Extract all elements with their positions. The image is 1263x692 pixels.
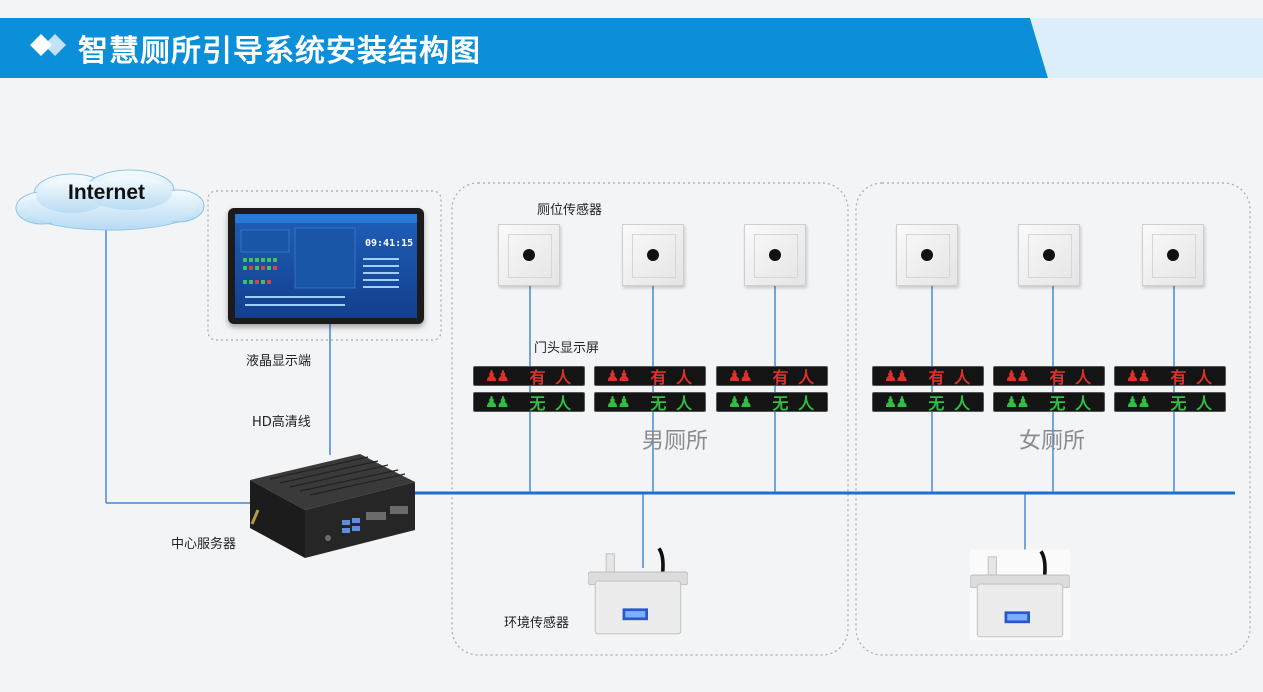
environment-sensor-icon <box>970 549 1070 641</box>
environment-sensor-icon <box>588 547 688 635</box>
people-icon: ♟♟ <box>605 393 631 411</box>
stall-sensor <box>622 224 684 286</box>
hd-cable-label: HD高清线 <box>252 415 311 430</box>
internet-label: Internet <box>68 181 146 204</box>
led-sign-occupied: ♟♟有 人 <box>993 366 1105 387</box>
lcd-display-device: 09:41:15 <box>228 208 424 324</box>
connection-lines <box>105 210 1175 568</box>
stall-sensor <box>498 224 560 286</box>
led-sign-vacant: ♟♟无 人 <box>473 392 585 413</box>
stall-sensor-label: 厕位传感器 <box>537 203 603 218</box>
men-zone-label: 男厕所 <box>642 429 709 454</box>
led-sign-vacant: ♟♟无 人 <box>594 392 706 413</box>
women-zone-label: 女厕所 <box>1019 429 1086 454</box>
internet-cloud-icon <box>15 169 205 231</box>
lcd-label: 液晶显示端 <box>246 354 312 369</box>
led-sign-occupied: ♟♟有 人 <box>594 366 706 387</box>
led-sign-vacant: ♟♟无 人 <box>1114 392 1226 413</box>
stall-sensor <box>896 224 958 286</box>
stall-sensor <box>1018 224 1080 286</box>
door-display-label: 门头显示屏 <box>534 341 600 356</box>
led-sign-occupied: ♟♟有 人 <box>716 366 828 387</box>
led-sign-vacant: ♟♟无 人 <box>872 392 984 413</box>
lcd-clock: 09:41:15 <box>365 238 414 249</box>
people-icon: ♟♟ <box>1004 393 1030 411</box>
people-icon: ♟♟ <box>484 393 510 411</box>
people-icon: ♟♟ <box>883 367 909 385</box>
led-sign-occupied: ♟♟有 人 <box>1114 366 1226 387</box>
people-icon: ♟♟ <box>727 393 753 411</box>
lcd-screen: 09:41:15 <box>235 214 417 318</box>
people-icon: ♟♟ <box>484 367 510 385</box>
people-icon: ♟♟ <box>883 393 909 411</box>
server-box-icon <box>250 454 415 558</box>
page-title: 智慧厕所引导系统安装结构图 <box>78 34 481 69</box>
led-sign-vacant: ♟♟无 人 <box>716 392 828 413</box>
env-sensor-label: 环境传感器 <box>504 616 570 631</box>
people-icon: ♟♟ <box>605 367 631 385</box>
header-banner <box>0 18 1263 78</box>
led-sign-occupied: ♟♟有 人 <box>872 366 984 387</box>
server-label: 中心服务器 <box>171 537 237 552</box>
stall-sensor <box>1142 224 1204 286</box>
led-sign-occupied: ♟♟有 人 <box>473 366 585 387</box>
people-icon: ♟♟ <box>727 367 753 385</box>
people-icon: ♟♟ <box>1125 367 1151 385</box>
diamond-logo-icon <box>30 34 66 56</box>
people-icon: ♟♟ <box>1004 367 1030 385</box>
people-icon: ♟♟ <box>1125 393 1151 411</box>
led-sign-vacant: ♟♟无 人 <box>993 392 1105 413</box>
stall-sensor <box>744 224 806 286</box>
